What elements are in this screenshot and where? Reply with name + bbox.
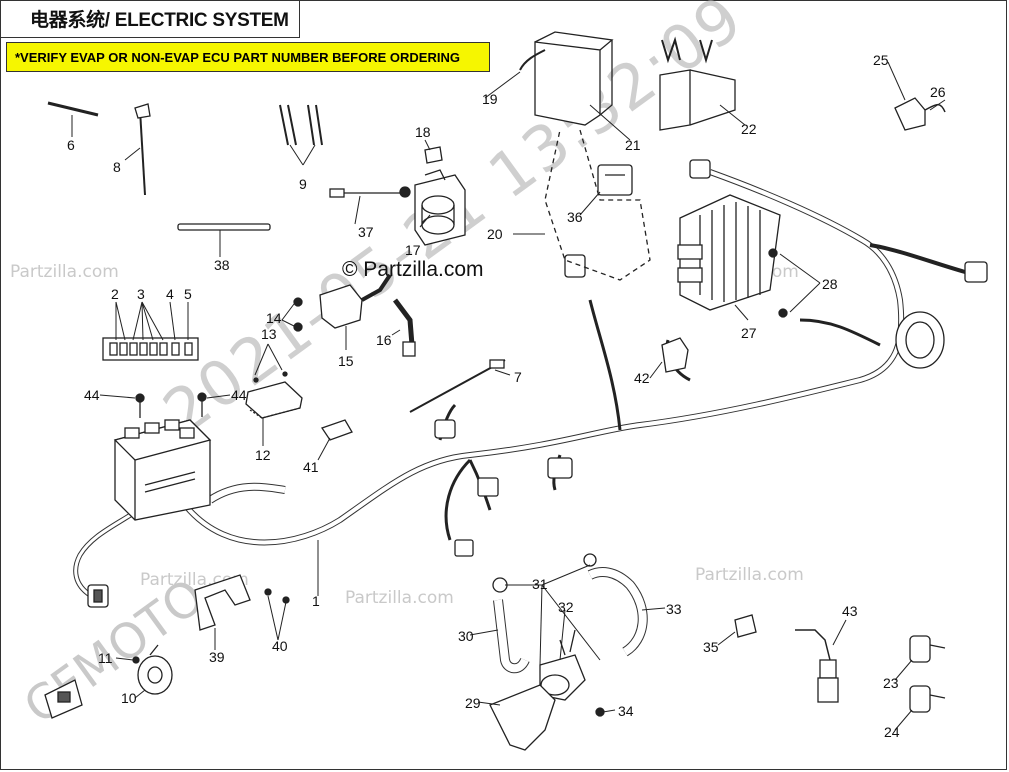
fuse-screw-left[interactable] [135, 393, 145, 418]
callout-21: 21 [625, 137, 641, 153]
callout-10: 10 [121, 690, 137, 706]
callout-20: 20 [487, 226, 503, 242]
callout-33: 33 [666, 601, 682, 617]
valve-bracket-29[interactable] [489, 684, 556, 751]
voltage-regulator[interactable] [677, 194, 781, 311]
relay-41[interactable] [320, 419, 353, 441]
callout-2: 2 [111, 286, 119, 302]
cable-38[interactable] [177, 223, 271, 231]
fuse-set[interactable] [102, 337, 199, 361]
o2-sensor-43[interactable] [795, 629, 839, 703]
callout-16: 16 [376, 332, 392, 348]
callout-5: 5 [184, 286, 192, 302]
callout-3: 3 [137, 286, 145, 302]
callout-29: 29 [465, 695, 481, 711]
switch-23[interactable] [909, 635, 946, 663]
sensor-26[interactable] [894, 97, 946, 131]
bracket-screws-40[interactable] [264, 588, 290, 604]
verify-ecu-notice-text: *VERIFY EVAP OR NON-EVAP ECU PART NUMBER… [15, 49, 460, 65]
sensor-35[interactable] [734, 614, 757, 638]
battery-holder-22[interactable] [659, 36, 736, 131]
callout-38: 38 [214, 257, 230, 273]
switch-24[interactable] [909, 685, 946, 713]
callout-23: 23 [883, 675, 899, 691]
callout-12: 12 [255, 447, 271, 463]
callout-35: 35 [703, 639, 719, 655]
cable-tie-9[interactable] [279, 104, 323, 146]
ignition-coil[interactable] [319, 273, 392, 329]
callout-11: 11 [98, 650, 113, 666]
callout-44-left: 44 [84, 387, 100, 403]
callout-6: 6 [67, 137, 75, 153]
callout-43: 43 [842, 603, 858, 619]
valve-bolt-34[interactable] [595, 707, 605, 717]
callout-24: 24 [884, 724, 900, 740]
cable-tie-7[interactable] [409, 359, 506, 413]
callout-8: 8 [113, 159, 121, 175]
callout-30: 30 [458, 628, 474, 644]
battery-cable-37[interactable] [329, 186, 411, 198]
callout-31: 31 [532, 576, 548, 592]
partzilla-brand-label: © Partzilla.com [342, 258, 484, 281]
battery[interactable] [519, 31, 614, 126]
watermark-mark-3: Partzilla.com [695, 565, 804, 585]
callout-28: 28 [822, 276, 838, 292]
purge-valve-32[interactable] [539, 629, 586, 701]
watermark-mark-1: Partzilla.com [10, 262, 119, 282]
callout-18: 18 [415, 124, 431, 140]
diagnostic-label [44, 679, 83, 719]
evap-hoses[interactable] [492, 553, 648, 674]
callout-41: 41 [303, 459, 319, 475]
watermark-mark-2: Partzilla.com [345, 588, 454, 608]
cable-tie-8[interactable] [134, 103, 151, 196]
callout-26: 26 [930, 84, 946, 100]
relay-cover-18[interactable] [424, 146, 443, 164]
callout-13: 13 [261, 326, 277, 342]
fuse-screw-right[interactable] [197, 392, 207, 417]
bracket-39[interactable] [194, 574, 251, 631]
verify-ecu-notice: *VERIFY EVAP OR NON-EVAP ECU PART NUMBER… [6, 42, 490, 72]
page-title: 电器系统/ ELECTRIC SYSTEM [0, 0, 300, 38]
callout-19: 19 [482, 91, 498, 107]
callout-9: 9 [299, 176, 307, 192]
callout-39: 39 [209, 649, 225, 665]
callout-27: 27 [741, 325, 757, 341]
regulator-connector-36[interactable] [597, 164, 633, 196]
callout-36: 36 [567, 209, 583, 225]
battery-cable-loop[interactable] [544, 129, 651, 281]
callout-22: 22 [741, 121, 757, 137]
ecu-screws-13[interactable] [253, 371, 288, 383]
page-title-text: 电器系统/ ELECTRIC SYSTEM [30, 10, 289, 31]
starter-relay[interactable] [414, 169, 466, 246]
callout-25: 25 [873, 52, 889, 68]
fuse-relay-box[interactable] [113, 419, 212, 521]
spark-plug-cap[interactable] [393, 298, 416, 357]
regulator-bolts-28[interactable] [768, 248, 788, 318]
callout-labels: 1 2 3 4 5 6 7 8 9 10 11 12 13 14 15 16 1… [67, 52, 946, 740]
callout-32: 32 [558, 599, 574, 615]
callout-15: 15 [338, 353, 354, 369]
callout-37: 37 [358, 224, 374, 240]
callout-42: 42 [634, 370, 650, 386]
callout-17: 17 [405, 242, 421, 258]
callout-44-right: 44 [231, 387, 247, 403]
callout-1: 1 [312, 593, 320, 609]
coil-bolts-14[interactable] [293, 297, 303, 332]
callout-4: 4 [166, 286, 174, 302]
horn-10[interactable] [137, 644, 173, 695]
callout-14: 14 [266, 310, 282, 326]
callout-34: 34 [618, 703, 634, 719]
sensor-42[interactable] [661, 337, 689, 373]
callout-7: 7 [514, 369, 522, 385]
callout-40: 40 [272, 638, 288, 654]
cable-tie-6[interactable] [47, 101, 99, 117]
leader-lines [71, 61, 946, 731]
horn-bolt-11[interactable] [132, 656, 140, 664]
ecu-12[interactable] [245, 381, 303, 419]
